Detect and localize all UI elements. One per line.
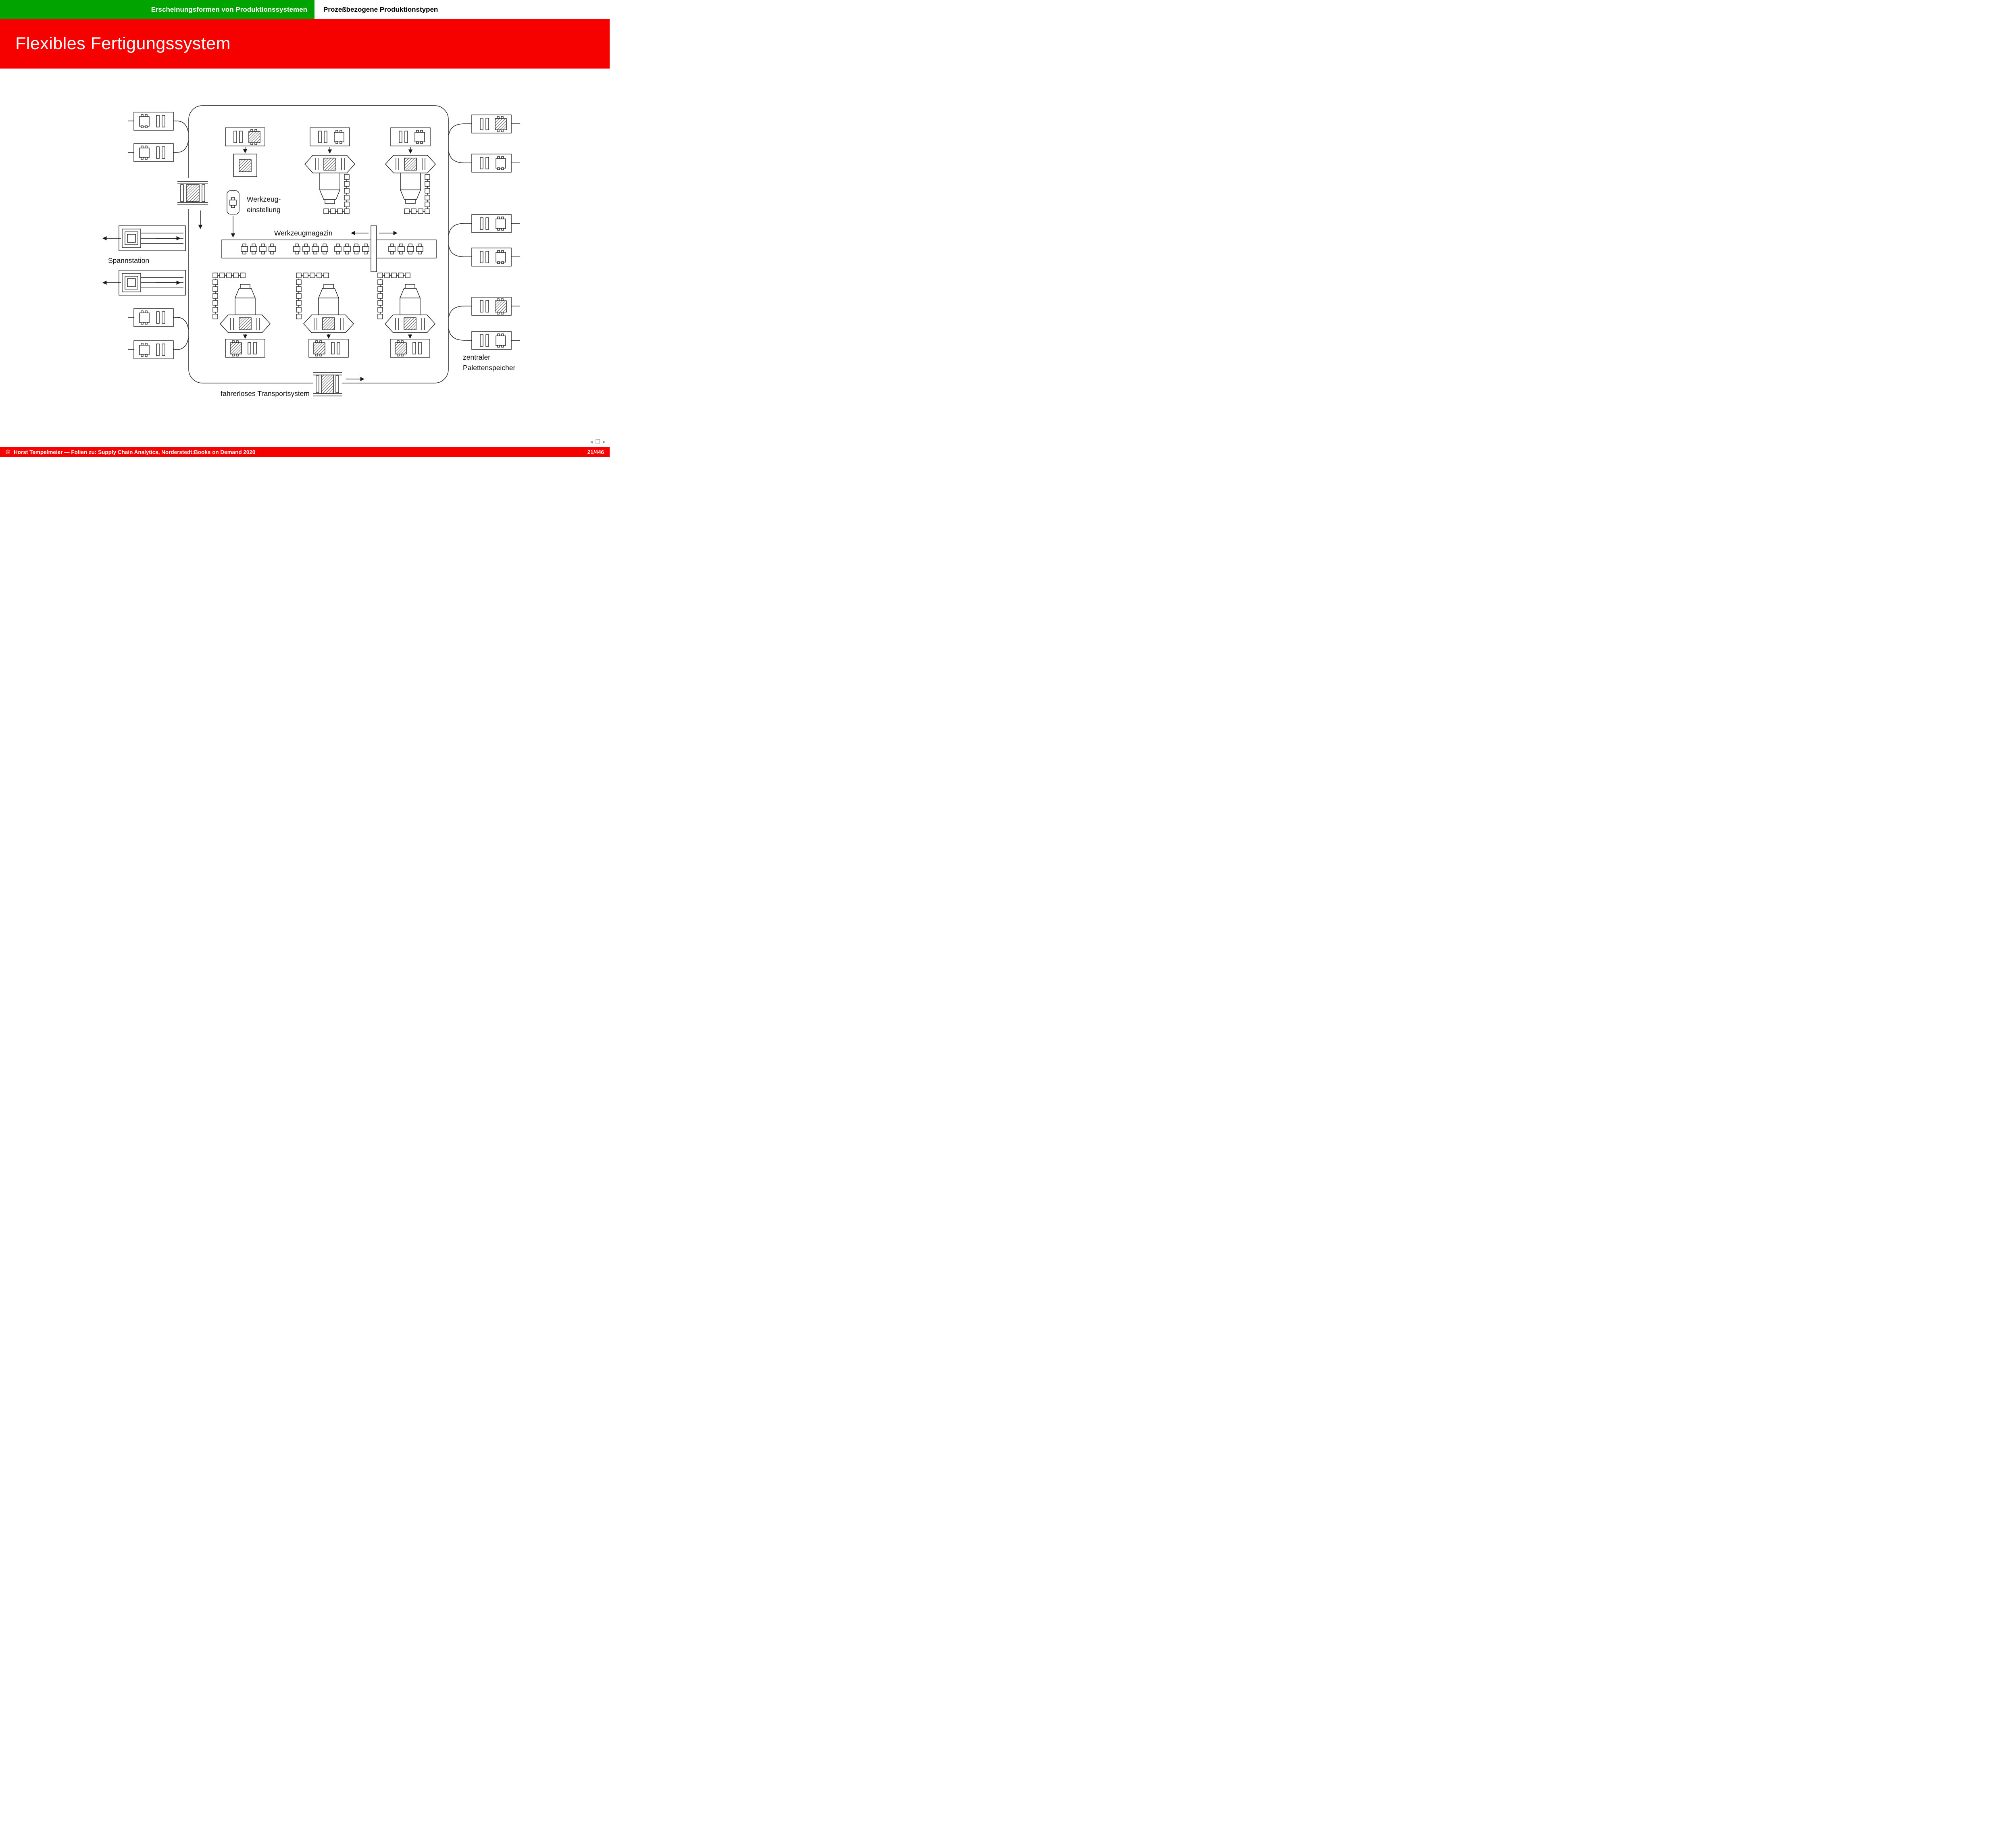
header-section-right-label: Prozeßbezogene Produktionstypen bbox=[323, 5, 438, 13]
machining-center-bottom bbox=[377, 273, 435, 358]
pallet-loaded bbox=[471, 115, 512, 133]
right-feeder-lines bbox=[448, 123, 520, 341]
diagram-labels: Werkzeug- einstellung Werkzeugmagazin Sp… bbox=[108, 195, 516, 398]
label-werkzeugeinstellung: einstellung bbox=[247, 206, 281, 214]
pallet bbox=[133, 112, 174, 131]
pallet bbox=[133, 340, 174, 359]
tool-magazine bbox=[221, 225, 437, 272]
slide-body: Werkzeug- einstellung Werkzeugmagazin Sp… bbox=[0, 69, 610, 447]
clamping-fixture bbox=[102, 270, 186, 296]
label-werkzeugmagazin: Werkzeugmagazin bbox=[274, 229, 333, 237]
slide-nav-controls: ◂ ❐ ▸ bbox=[590, 439, 606, 444]
pallet bbox=[471, 214, 512, 233]
label-palettenspeicher: Palettenspeicher bbox=[463, 364, 516, 372]
label-transportsystem: fahrerloses Transportsystem bbox=[221, 390, 310, 398]
copyright-icon: © bbox=[6, 448, 10, 456]
pallet-loaded bbox=[225, 339, 265, 358]
machining-center-bottom bbox=[212, 273, 271, 358]
nav-next-icon[interactable]: ▸ bbox=[602, 438, 606, 445]
fms-diagram: Werkzeug- einstellung Werkzeugmagazin Sp… bbox=[102, 105, 520, 398]
central-pallet-storage bbox=[471, 115, 512, 350]
load-unload-station bbox=[177, 178, 208, 229]
slide-title: Flexibles Fertigungssystem bbox=[15, 34, 231, 53]
pallet bbox=[390, 127, 431, 146]
header-section-right: Prozeßbezogene Produktionstypen bbox=[314, 0, 610, 19]
nav-prev-icon[interactable]: ◂ bbox=[590, 438, 593, 445]
pallet bbox=[471, 331, 512, 350]
machining-center-top bbox=[385, 127, 436, 214]
machining-center-bottom bbox=[296, 273, 354, 358]
pallet bbox=[133, 143, 174, 162]
footer-bar: © Horst Tempelmeier — Folien zu: Supply … bbox=[0, 447, 610, 457]
clamping-fixture bbox=[102, 225, 186, 251]
agv-vehicle bbox=[313, 370, 365, 398]
header-section-left: Erscheinungsformen von Produktionssystem… bbox=[0, 0, 314, 19]
tool-setting-station bbox=[225, 127, 265, 238]
pallet bbox=[471, 154, 512, 173]
footer-attribution: Horst Tempelmeier — Folien zu: Supply Ch… bbox=[14, 449, 256, 455]
header-bar: Erscheinungsformen von Produktionssystem… bbox=[0, 0, 610, 19]
pallet-loaded bbox=[225, 127, 265, 146]
label-werkzeugeinstellung: Werkzeug- bbox=[247, 195, 281, 203]
header-section-left-label: Erscheinungsformen von Produktionssystem… bbox=[151, 5, 307, 13]
nav-frames-icon[interactable]: ❐ bbox=[595, 438, 600, 445]
slide-title-bar: Flexibles Fertigungssystem bbox=[0, 19, 610, 69]
label-spannstation: Spannstation bbox=[108, 256, 149, 265]
pallet bbox=[310, 127, 350, 146]
clamping-station bbox=[102, 225, 186, 296]
slide-page: Erscheinungsformen von Produktionssystem… bbox=[0, 0, 610, 457]
pallet bbox=[471, 248, 512, 267]
pallet-loaded bbox=[308, 339, 349, 358]
pallet bbox=[133, 308, 174, 327]
left-feeder-lines bbox=[128, 121, 189, 350]
page-indicator: 21/446 bbox=[587, 449, 604, 455]
pallet-loaded bbox=[390, 339, 430, 358]
machining-center-top bbox=[304, 127, 355, 214]
pallet-loaded bbox=[471, 297, 512, 316]
label-palettenspeicher: zentraler bbox=[463, 353, 490, 361]
tool-shuttle bbox=[371, 225, 377, 272]
